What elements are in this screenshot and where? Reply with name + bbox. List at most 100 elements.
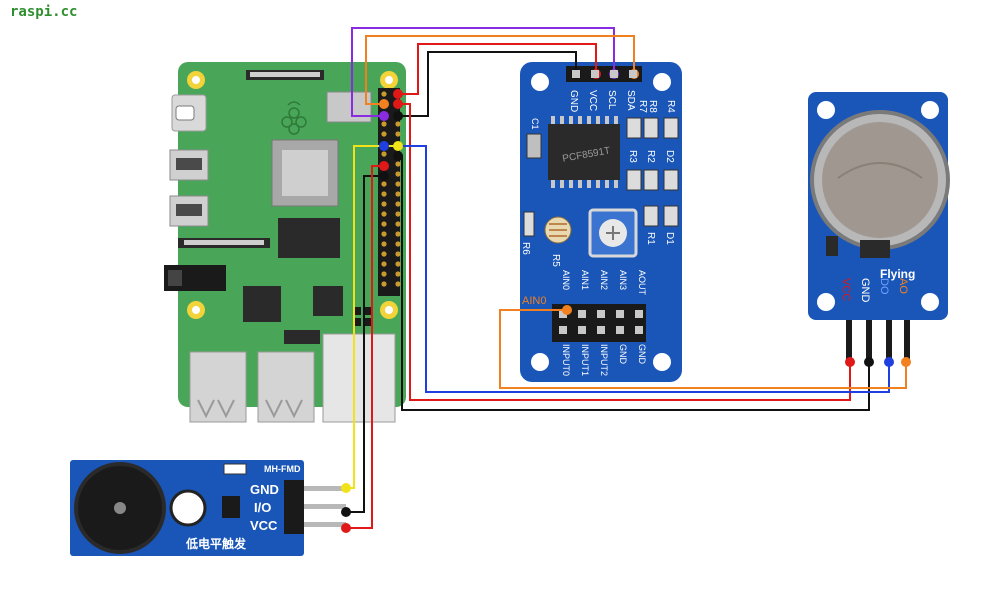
label-r1: R1 <box>645 232 656 245</box>
header-pin <box>616 310 624 318</box>
chip-pin <box>605 116 609 124</box>
gpio-pin <box>381 181 387 187</box>
chip-pin <box>596 116 600 124</box>
chip-pin <box>569 180 573 188</box>
chip-pin <box>551 116 555 124</box>
label-ain3: AIN3 <box>618 270 628 290</box>
mount-hole <box>817 293 835 311</box>
gpio-pin <box>381 191 387 197</box>
sensor-header-pins <box>846 320 910 360</box>
gpio-pin <box>395 181 401 187</box>
capacitor <box>526 133 542 159</box>
label-gnd-b1: GND <box>618 344 628 365</box>
label-input2: INPUT2 <box>599 344 609 376</box>
gpio-pin <box>381 261 387 267</box>
label-r5: R5 <box>550 254 561 267</box>
chip-pin <box>605 180 609 188</box>
gpio-pin <box>395 171 401 177</box>
gpio-pin <box>395 211 401 217</box>
header-pin <box>559 326 567 334</box>
buzzer-pin-gnd: GND <box>250 482 279 497</box>
chip-pin <box>587 180 591 188</box>
wire-orange-scl <box>365 35 635 105</box>
chip <box>243 286 281 322</box>
label-c1: C1 <box>530 118 540 130</box>
gpio-pin <box>381 231 387 237</box>
header-pin <box>578 326 586 334</box>
buzzer-model: MH-FMD <box>264 464 301 474</box>
wires <box>346 27 907 529</box>
sensor-pin-ao: AO <box>897 278 909 294</box>
mount-hole <box>921 101 939 119</box>
pcf8591-chip <box>548 116 620 188</box>
chip-pin <box>560 116 564 124</box>
label-aout: AOUT <box>637 270 647 296</box>
gpio-pin <box>381 271 387 277</box>
ain0-callout: AIN0 <box>522 295 546 307</box>
gpio-pin <box>381 221 387 227</box>
usb-port <box>257 351 315 423</box>
sensor-pin-do: DO <box>878 278 890 295</box>
raspberry-pi-board <box>164 62 406 423</box>
watermark: raspi.cc <box>10 4 78 20</box>
label-r6: R6 <box>520 242 531 255</box>
buzzer-header-pins <box>304 486 346 527</box>
header-pin <box>591 70 599 78</box>
gpio-pin <box>381 121 387 127</box>
buzzer-pin-vcc: VCC <box>250 518 278 533</box>
gpio-pin <box>395 121 401 127</box>
chip-pin <box>614 116 618 124</box>
wire-orange-ao <box>499 309 907 389</box>
gpio-pin <box>381 211 387 217</box>
mount-hole <box>921 293 939 311</box>
mount-hole <box>531 353 549 371</box>
header-pin <box>616 326 624 334</box>
usb-port <box>189 351 247 423</box>
gpio-pin <box>395 221 401 227</box>
buzzer-pin-io: I/O <box>254 500 271 515</box>
pcf8591-module: GND VCC SCL SDA R8 R7 R4 R3 R2 D2 R1 D1 … <box>520 62 682 382</box>
chip-pin <box>560 180 564 188</box>
chip-pin <box>587 116 591 124</box>
mount-hole <box>653 73 671 91</box>
pcf-top-header <box>566 66 642 82</box>
label-ain0: AIN0 <box>561 270 571 290</box>
gpio-pin <box>395 241 401 247</box>
pcf-pin-label-scl: SCL <box>606 90 617 110</box>
label-r4: R4 <box>665 100 676 113</box>
label-r8: R8 <box>647 100 658 113</box>
chip <box>313 286 343 316</box>
wire-purple-sda <box>351 27 615 117</box>
header-pin <box>578 310 586 318</box>
wire-red-buzzer-vcc <box>346 165 384 529</box>
gpio-pin <box>381 131 387 137</box>
wire-blue-do <box>384 145 890 393</box>
label-r7: R7 <box>637 100 648 113</box>
label-d2: D2 <box>664 150 675 163</box>
wire-red-vcc <box>398 43 597 95</box>
buzzer-trigger-label: 低电平触发 <box>185 536 247 551</box>
sensor-chip <box>860 240 890 258</box>
label-ain1: AIN1 <box>580 270 590 290</box>
sensor-pin-vcc: VCC <box>840 278 852 301</box>
gpio-pin <box>381 281 387 287</box>
gpio-pin <box>395 201 401 207</box>
header-pin <box>597 326 605 334</box>
wire-black-gnd <box>398 51 577 117</box>
header-pin <box>629 70 637 78</box>
gpio-pin <box>381 151 387 157</box>
label-input0: INPUT0 <box>561 344 571 376</box>
header-pin <box>597 310 605 318</box>
ram-chip <box>278 218 340 258</box>
chip <box>284 330 320 344</box>
gpio-pin <box>395 231 401 237</box>
wire-black-buzzer-gnd <box>346 175 384 513</box>
gpio-pin <box>381 91 387 97</box>
resistor-array <box>626 117 679 227</box>
smd-resistor <box>223 463 247 475</box>
raspberry-logo <box>281 101 307 135</box>
gpio-pin <box>395 131 401 137</box>
transistor <box>222 496 240 518</box>
header-pin <box>559 310 567 318</box>
gpio-pin <box>381 251 387 257</box>
